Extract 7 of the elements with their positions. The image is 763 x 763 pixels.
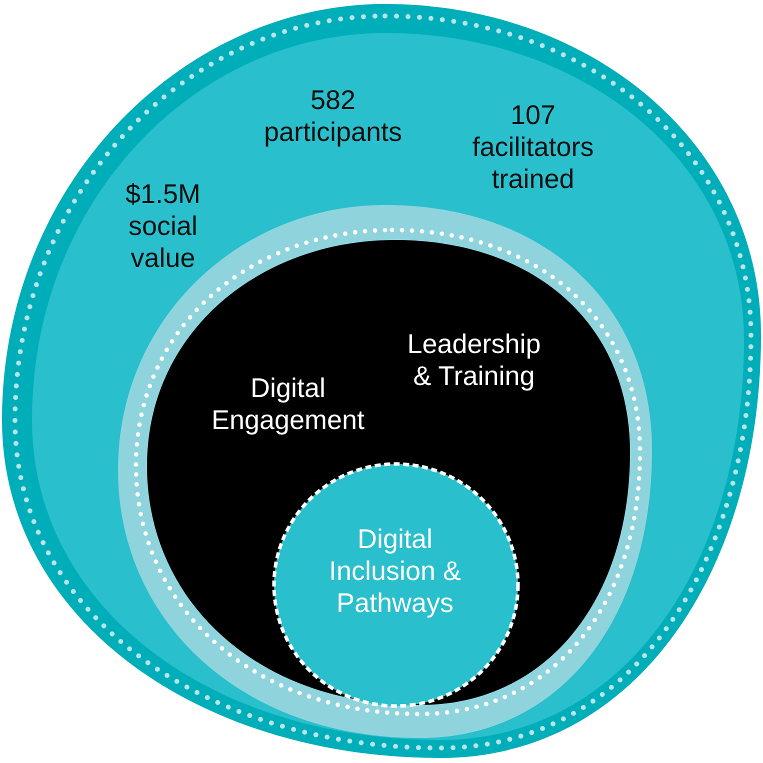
stat-label: 582 participants <box>262 84 404 148</box>
area-label: Digital Engagement <box>210 372 366 436</box>
area-label: Digital Inclusion & Pathways <box>328 523 462 619</box>
stat-label: 107 facilitators trained <box>471 99 595 195</box>
area-label: Leadership & Training <box>406 328 542 392</box>
core-circle <box>271 461 521 709</box>
stat-label: $1.5M social value <box>124 178 202 274</box>
